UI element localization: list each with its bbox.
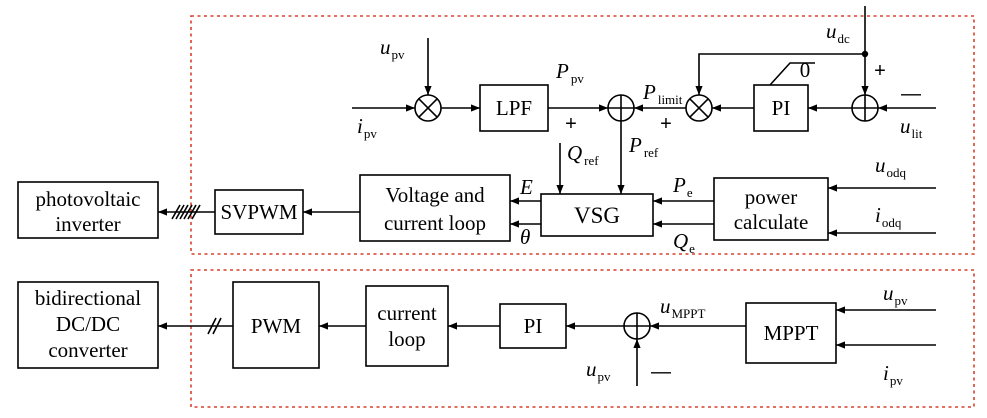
current-loop-line2: loop [388, 327, 425, 351]
label-ipv-mppt: ipv [883, 361, 903, 388]
label-e: E [519, 175, 533, 199]
pwm-label: PWM [251, 314, 302, 338]
pi-bottom-block [499, 303, 567, 349]
pi-top-label: PI [772, 96, 791, 120]
vsg-label: VSG [574, 203, 620, 228]
mppt-block [745, 302, 837, 364]
svpwm-label: SVPWM [220, 200, 297, 224]
power-calculate-block [713, 177, 829, 241]
dcdc-line2: DC/DC [56, 312, 120, 336]
mppt-label: MPPT [764, 321, 819, 345]
multiplier-pv [414, 94, 442, 122]
pi-zero-label: 0 [800, 58, 811, 82]
pwm-block [232, 281, 320, 369]
label-pe: Pe [672, 173, 693, 200]
bus-slashes-top [171, 204, 201, 220]
voltage-loop-line2: current loop [384, 211, 486, 235]
power-calc-line2: calculate [734, 210, 809, 234]
current-loop-block [365, 285, 449, 367]
vsg-block [540, 193, 654, 237]
pv-inverter-line1: photovoltaic [36, 187, 141, 211]
inverter-control-group [190, 15, 975, 255]
pi-saturation-line [769, 62, 815, 86]
label-ulit: ulit [900, 114, 923, 141]
dcdc-line3: converter [48, 338, 127, 362]
svpwm-block [214, 189, 304, 235]
wire-plimit [695, 53, 865, 95]
pi-bottom-label: PI [524, 314, 543, 338]
current-loop-line1: current [377, 301, 437, 325]
pv-inverter-line2: inverter [55, 212, 120, 236]
sign-minus-ulit: — [901, 83, 921, 105]
voltage-current-loop-block [359, 174, 511, 242]
lpf-label: LPF [496, 96, 532, 120]
label-theta: θ [520, 225, 530, 249]
label-qe: Qe [673, 229, 695, 256]
sign-plus-ppv: + [565, 113, 577, 135]
sign-minus-bottom: — [651, 361, 671, 383]
label-udc: udc [826, 19, 850, 46]
sum-dc [851, 94, 879, 122]
sign-plus-limit: + [660, 113, 672, 135]
label-upv-top: upv [380, 35, 405, 62]
dcdc-control-group [190, 269, 975, 408]
sum-bottom [623, 312, 651, 340]
multiplier-limit [685, 94, 713, 122]
dcdc-converter-block [17, 281, 159, 369]
label-iodq: iodq [875, 203, 902, 230]
label-umppt: uMPPT [660, 294, 706, 321]
label-uodq: uodq [875, 153, 907, 180]
bus-slashes-bottom [207, 317, 222, 335]
power-calc-line1: power [745, 185, 797, 209]
sign-plus-udc: + [874, 60, 886, 82]
voltage-loop-line1: Voltage and [385, 183, 485, 207]
label-upv-bottom: upv [586, 357, 611, 384]
sum-pref [607, 94, 635, 122]
label-ipv-top: ipv [357, 114, 377, 141]
dcdc-line1: bidirectional [35, 286, 141, 310]
label-upv-mppt: upv [883, 281, 908, 308]
